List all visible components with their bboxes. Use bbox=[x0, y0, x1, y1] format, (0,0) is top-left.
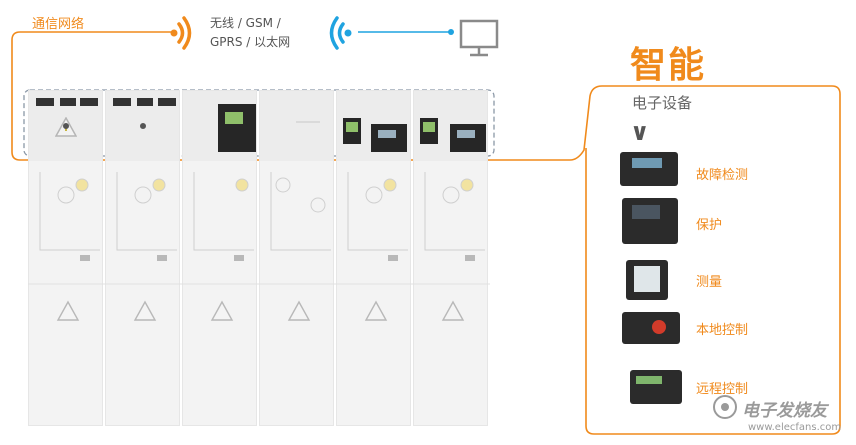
cabinet-small-labels bbox=[80, 255, 475, 261]
device-label-protection: 保护 bbox=[696, 218, 723, 233]
local-control-icon bbox=[622, 312, 680, 344]
warning-triangle-icon bbox=[364, 300, 388, 321]
warning-triangle-icon bbox=[441, 300, 465, 321]
device-label-measurement: 测量 bbox=[696, 275, 723, 290]
watermark-logo-icon bbox=[713, 395, 737, 419]
warning-triangles bbox=[56, 300, 465, 321]
warning-triangle-icon bbox=[56, 300, 80, 321]
wireless-signal-icon bbox=[170, 16, 192, 50]
cabinet-mimic-diagrams bbox=[39, 172, 485, 251]
device-label-local-control: 本地控制 bbox=[696, 323, 749, 338]
wireless-protocols-line1: 无线 / GSM / bbox=[210, 16, 281, 30]
wireless-protocols-text: 无线 / GSM / GPRS / 以太网 bbox=[210, 14, 290, 52]
watermark-url: www.elecfans.com bbox=[748, 422, 842, 433]
wifi-icon bbox=[329, 16, 352, 50]
wireless-protocols-line2: GPRS / 以太网 bbox=[210, 35, 291, 49]
watermark: 电子发烧友 www.elecfans.com bbox=[712, 392, 852, 440]
device-label-remote-control: 远程控制 bbox=[696, 382, 749, 397]
warning-triangle-icon bbox=[133, 300, 157, 321]
remote-control-icon bbox=[630, 370, 682, 404]
network-label: 通信网络 bbox=[32, 17, 85, 32]
meter-icon bbox=[626, 260, 668, 300]
panel-title: 智能 bbox=[630, 45, 707, 86]
device-label-fault-detection: 故障检测 bbox=[696, 168, 749, 183]
warning-triangle-icon bbox=[210, 300, 234, 321]
watermark-logo-text: 电子发烧友 bbox=[742, 401, 827, 421]
wifi-link-dot bbox=[448, 29, 454, 35]
cabinet-top-devices bbox=[36, 98, 486, 152]
warning-triangle-icon bbox=[287, 300, 311, 321]
switchgear-cabinet bbox=[105, 90, 180, 426]
switchgear-cabinet bbox=[259, 90, 334, 426]
chevron-down-icon: ∨ bbox=[630, 118, 650, 146]
computer-monitor-icon bbox=[459, 19, 499, 57]
panel-subtitle: 电子设备 bbox=[632, 94, 693, 112]
protection-relay-icon bbox=[622, 198, 678, 244]
fault-detector-icon bbox=[620, 152, 678, 186]
network-outline-line bbox=[11, 31, 841, 435]
